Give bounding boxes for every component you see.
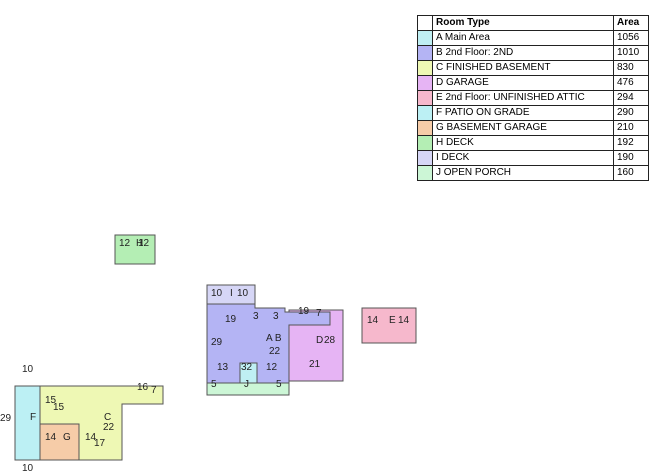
room-letter: I <box>230 288 233 299</box>
dim-label: 29 <box>0 413 12 424</box>
legend-area: 160 <box>613 165 649 181</box>
legend-swatch <box>417 165 433 181</box>
legend-area: 1010 <box>613 45 649 61</box>
room-e-unfinished-attic <box>361 307 417 344</box>
dim-label: 12 <box>266 362 278 373</box>
dim-label: 7 <box>151 385 157 396</box>
legend-room-type: J OPEN PORCH <box>432 165 614 181</box>
room-f-patio <box>14 385 41 461</box>
dim-label: 29 <box>211 337 223 348</box>
dim-label: 14 <box>85 432 97 443</box>
dim-label: 3 <box>273 311 279 322</box>
dim-label: 5 <box>276 379 282 390</box>
dim-label: 7 <box>316 308 322 319</box>
dim-label: 15 <box>45 395 57 406</box>
room-letter: G <box>63 432 71 443</box>
dim-label: 13 <box>217 362 229 373</box>
room-g-basement-garage <box>39 423 80 461</box>
room-letter: H <box>136 238 143 249</box>
room-letter: D <box>316 335 323 346</box>
room-h-deck <box>114 234 156 265</box>
dim-label: 12 <box>138 238 150 249</box>
legend-swatch <box>417 120 433 136</box>
dim-label: 17 <box>94 438 106 449</box>
dim-label: 10 <box>237 288 249 299</box>
dim-label: 22 <box>103 422 115 433</box>
room-letter: A B <box>266 333 282 344</box>
dim-label: 5 <box>211 379 217 390</box>
dim-label: 14 <box>398 315 410 326</box>
dim-label: 19 <box>298 306 310 317</box>
dim-label: 15 <box>53 402 65 413</box>
dim-label: 14 <box>367 315 379 326</box>
room-letter: J <box>244 379 249 390</box>
room-letter: F <box>30 412 36 423</box>
dim-label: 12 <box>119 238 131 249</box>
dim-label: 22 <box>269 346 281 357</box>
dim-label: 16 <box>137 382 149 393</box>
dim-label: 14 <box>45 432 57 443</box>
legend-header-row: Room Type Area <box>417 15 649 31</box>
dim-label: 10 <box>211 288 223 299</box>
legend-area: 1056 <box>613 30 649 46</box>
legend-swatch <box>417 30 433 46</box>
room-j-open-porch <box>206 382 290 396</box>
room-letter: E <box>389 315 396 326</box>
dim-label: 10 <box>22 364 34 375</box>
dim-label: 10 <box>22 463 34 474</box>
dim-label: 32 <box>241 362 253 373</box>
dim-label: 3 <box>253 311 259 322</box>
dim-label: 28 <box>324 335 336 346</box>
room-letter: C <box>104 412 111 423</box>
legend-swatch <box>417 135 433 151</box>
dim-label: 19 <box>225 314 237 325</box>
dim-label: 21 <box>309 359 321 370</box>
